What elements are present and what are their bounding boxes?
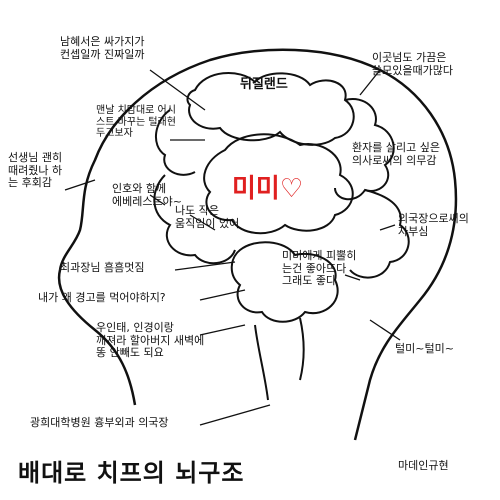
region-teolmi: 털미~털미~ (395, 342, 454, 355)
brain-stem-right (299, 317, 305, 381)
brain-fold-right-top (334, 98, 395, 201)
subtitle: 광희대학병원 흉부외과 의국장 (30, 416, 169, 429)
region-choi-manager: 최과장님 흠흠멋짐 (60, 261, 145, 274)
region-wooin: 우인태, 인경이랑 깨져라 할아버지 새벽에 똥 안빼도 되요 (96, 321, 205, 360)
region-namhyesu: 남혜서은 싸가지가 컨셉일까 진짜일까 (60, 35, 145, 61)
region-inho-everest: 인호와 함께 에베레스트야~ (112, 182, 182, 208)
region-small-movement: 나도 작은 움직임이 있어 (175, 204, 240, 230)
region-warning: 내가 왜 경고를 먹어야하지? (38, 291, 166, 304)
brain-fold-top (186, 71, 355, 146)
region-pride: 의국장으로써의 자부심 (398, 212, 469, 238)
author-credit: 마데인규현 (398, 459, 449, 472)
page-title: 배대로 치프의 뇌구조 (18, 459, 245, 487)
region-mimi-angry: 미미에게 피뿔히 는건 좋아뜨다 그래도 좋다 (282, 249, 357, 288)
brain-fold-left-upper (155, 109, 196, 176)
region-save-patients: 환자를 살리고 싶은 의사로써의 의무감 (352, 141, 440, 167)
region-dwijilland: 뒤질랜드 (240, 77, 288, 92)
region-manual: 맨날 치맘대로 어시 스트 바꾸는 털래현 두고보자 (96, 105, 176, 139)
center-label-mimi: 미미♡ (232, 174, 304, 204)
region-sunbae-regret: 선생님 괜히 때려줬나 하 는 후회감 (8, 151, 63, 190)
brain-stem (254, 324, 269, 401)
region-occasionally: 이곳넘도 가끔은 쓸모있을때가많다 (372, 51, 453, 77)
brain-fold-center (203, 133, 354, 235)
brain-fold-left (153, 174, 236, 265)
brain-fold-right-mid (349, 189, 410, 279)
head-outline (57, 48, 458, 441)
brain-fold-lower (230, 241, 339, 323)
